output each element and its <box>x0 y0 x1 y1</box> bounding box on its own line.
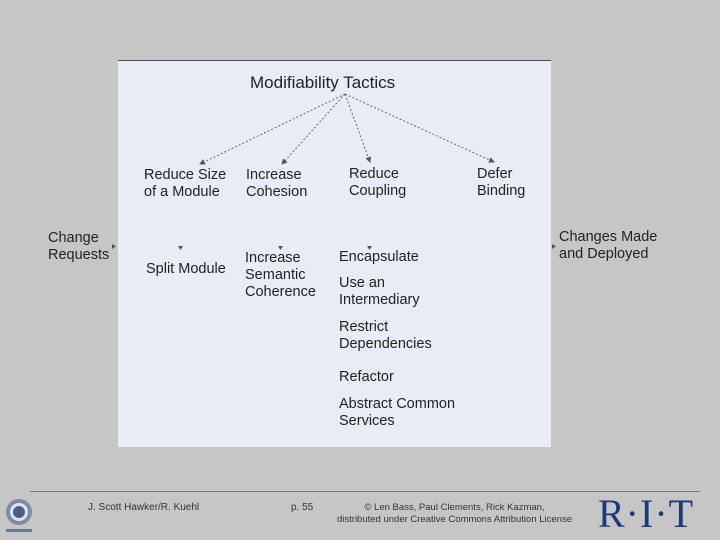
rit-logo: R·I·T <box>598 491 695 536</box>
footer-authors: J. Scott Hawker/R. Kuehl <box>88 502 200 513</box>
software-engineering-logo <box>6 499 32 532</box>
diagram-panel <box>118 60 551 447</box>
footer-divider <box>30 491 700 492</box>
arrow-deployed <box>552 244 556 249</box>
diagram-title: Modifiability Tactics <box>250 73 396 92</box>
change-requests-label: Change Requests <box>48 230 110 263</box>
changes-deployed-label: Changes Made and Deployed <box>559 229 658 262</box>
tactic-intermediary: Use an Intermediary <box>339 275 420 308</box>
category-reduce-coupling: Reduce Coupling <box>349 166 407 199</box>
arrow-change-requests <box>112 244 116 249</box>
tactic-semantic-coherence: Increase Semantic Coherence <box>245 250 316 300</box>
tactic-restrict-dependencies: Restrict Dependencies <box>339 319 432 352</box>
category-increase-cohesion: Increase Cohesion <box>246 167 308 200</box>
tactic-refactor: Refactor <box>339 369 394 385</box>
tactic-abstract-services: Abstract Common Services <box>339 396 456 429</box>
footer-copyright: © Len Bass, Paul Clements, Rick Kazman, … <box>337 502 572 525</box>
footer-page-number: p. 55 <box>291 502 314 513</box>
tactic-split-module: Split Module <box>146 261 226 277</box>
tactic-encapsulate: Encapsulate <box>339 249 419 265</box>
category-defer-binding: Defer Binding <box>477 166 526 199</box>
category-reduce-size: Reduce Size of a Module <box>144 167 227 200</box>
